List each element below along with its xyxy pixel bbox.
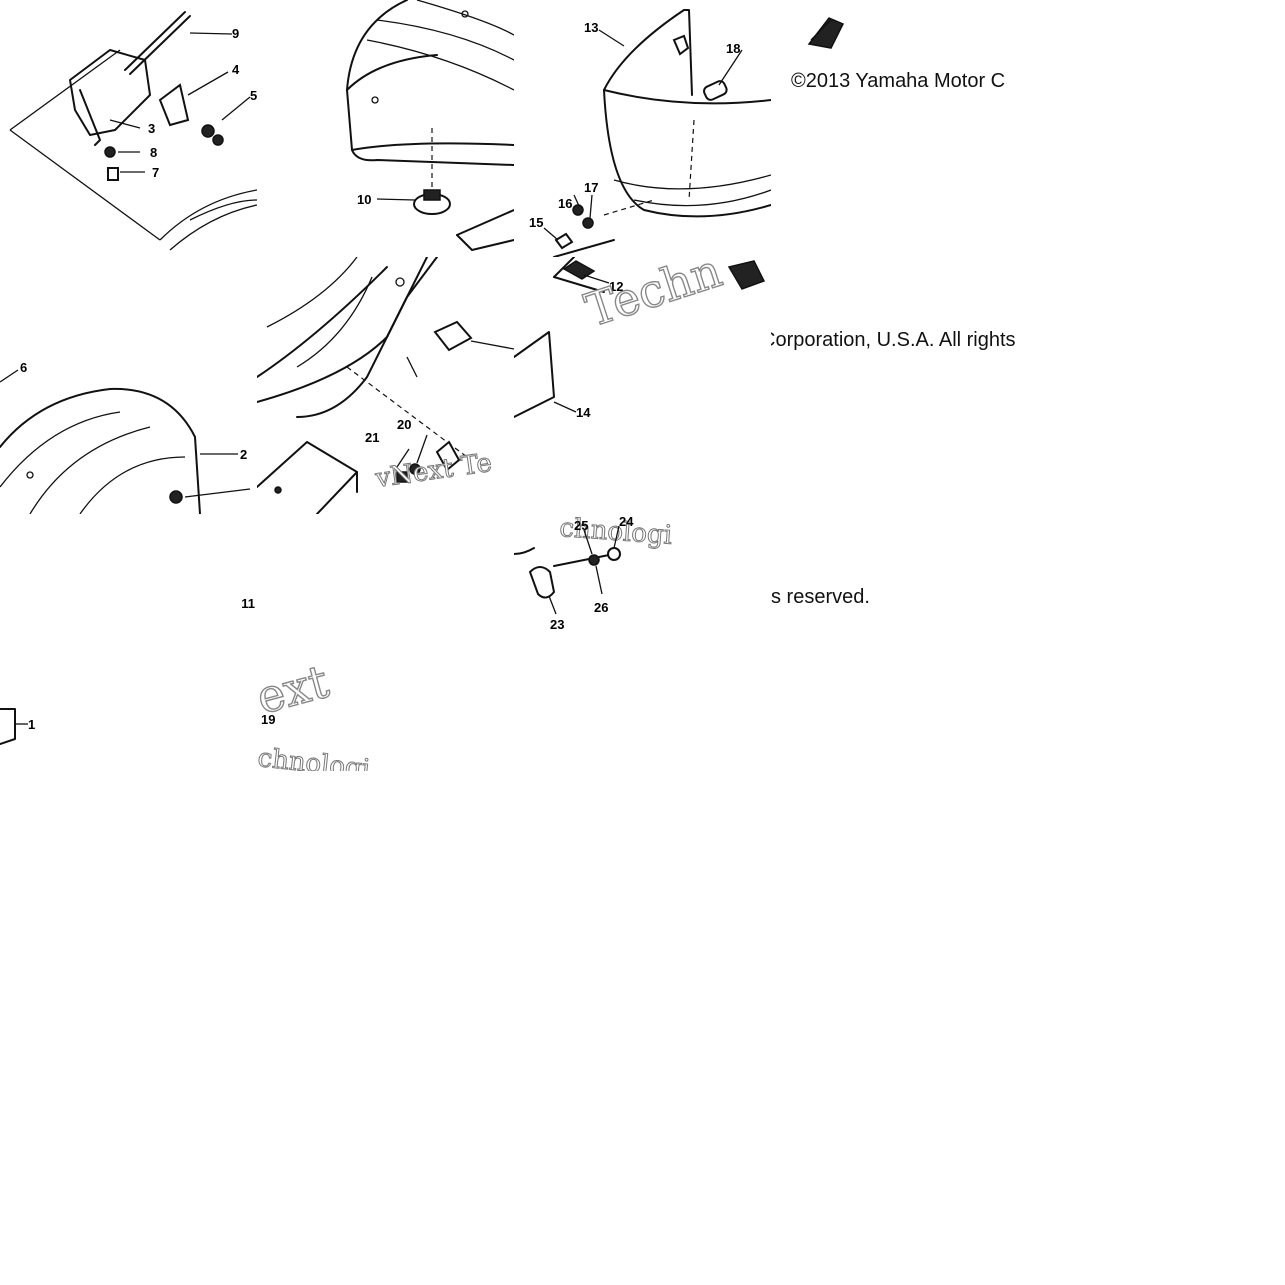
part-14-diagram: 14 12 Techn [514, 257, 766, 420]
seat-base-diagram: 21 20 vNext Te [257, 257, 514, 514]
seat-rear-diagram: 2 6 [0, 360, 251, 514]
part-label-17: 17 [584, 180, 598, 195]
tile-copyright-bottom: s reserved. [771, 514, 1028, 771]
watermark-graphic-lower: ext chnologi 19 [257, 653, 372, 771]
tile-seat-base: 21 20 vNext Te [257, 257, 514, 514]
watermark-chnolog: chnologi [257, 743, 371, 771]
part-label-9: 9 [232, 26, 239, 41]
seat-top-diagram: 10 [346, 0, 514, 251]
tile-bracket-assembly: 9 4 3 8 7 5 [0, 0, 257, 257]
tile-copyright-mid: Corporation, U.S.A. All rights [771, 257, 1028, 514]
part-label-8: 8 [150, 145, 157, 160]
part-label-12: 12 [609, 279, 623, 294]
copyright-line-1: ©2013 Yamaha Motor C [791, 70, 1006, 92]
part-label-15: 15 [529, 215, 543, 230]
part-label-1: 1 [28, 717, 35, 732]
part-label-6: 6 [20, 360, 27, 375]
part-label-25: 25 [574, 518, 588, 533]
tile-side-cover: 13 18 16 17 15 [514, 0, 771, 257]
part-label-11: 11 [241, 596, 255, 611]
part-label-21: 21 [365, 430, 379, 445]
part-label-26: 26 [594, 600, 608, 615]
watermark-vnext: vNext Te [373, 448, 494, 494]
copyright-line-3: s reserved. [771, 586, 870, 608]
tile-part-14: 14 12 Techn [514, 257, 771, 514]
part-label-3: 3 [148, 121, 155, 136]
tile-latch-parts: chnologi 25 24 26 23 [514, 514, 771, 771]
latch-diagram: chnologi 25 24 26 23 [514, 514, 673, 632]
part-label-20: 20 [397, 417, 411, 432]
emblem-graphic [807, 17, 845, 49]
part-label-4: 4 [232, 62, 240, 77]
part-label-24: 24 [619, 514, 634, 529]
tile-copyright-top: ©2013 Yamaha Motor C [771, 0, 1028, 257]
part-label-7: 7 [152, 165, 159, 180]
tile-part-11: 11 1 [0, 514, 257, 771]
part-label-23: 23 [550, 617, 564, 632]
part-11-diagram: 11 1 [0, 596, 255, 745]
part-label-14: 14 [576, 405, 591, 420]
watermark-techn: Techn [579, 257, 728, 337]
part-label-2: 2 [240, 447, 247, 462]
part-label-13: 13 [584, 20, 598, 35]
tile-seat-rear: 2 6 [0, 257, 257, 514]
part-label-10: 10 [357, 192, 371, 207]
part-label-16: 16 [558, 196, 572, 211]
tile-seat-top: 10 [257, 0, 514, 257]
tile-watermark-lower: ext chnologi 19 [257, 514, 514, 771]
part-label-19: 19 [261, 712, 275, 727]
part-label-18: 18 [726, 41, 740, 56]
part-label-5: 5 [250, 88, 257, 103]
bracket-diagram: 9 4 3 8 7 5 [9, 11, 257, 251]
side-cover-diagram: 13 18 16 17 15 [529, 9, 771, 257]
copyright-line-2: Corporation, U.S.A. All rights [771, 329, 1016, 351]
